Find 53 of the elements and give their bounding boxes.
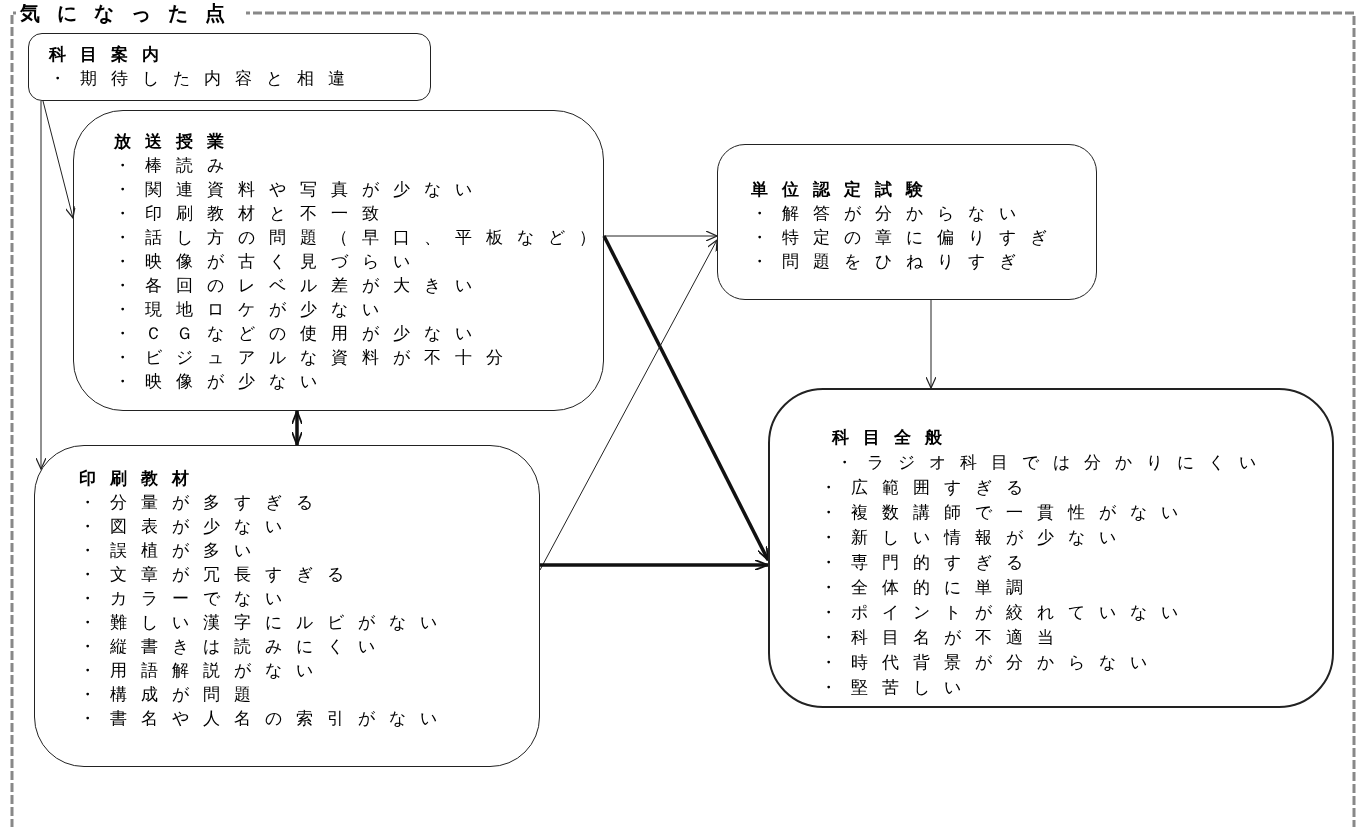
bullet-item: ・分量が多すぎる: [79, 491, 327, 514]
arrow: [291, 410, 303, 446]
bullet-item: ・堅苦しい: [820, 676, 975, 699]
bullet-item: ・特定の章に偏りすぎ: [751, 226, 1061, 249]
bullet-item: ・用語解説がない: [79, 659, 327, 682]
bullet-item: ・全体的に単調: [820, 576, 1037, 599]
bullet-item: ・図表が少ない: [79, 515, 296, 538]
bullet-item: ・広範囲すぎる: [820, 476, 1037, 499]
bullet-item: ・文章が冗長すぎる: [79, 563, 358, 586]
rounded-box: [717, 144, 1097, 300]
rounded-box: [34, 445, 540, 767]
arrow: [35, 100, 47, 470]
arrow: [602, 235, 770, 561]
bullet-item: ・問題をひねりすぎ: [751, 250, 1030, 273]
box-heading: 単位認定試験: [751, 178, 937, 201]
box-heading: 印刷教材: [79, 467, 203, 490]
bullet-item: ・構成が問題: [79, 683, 265, 706]
box-heading: 科目案内: [49, 43, 173, 66]
bullet-item: ・縦書きは読みにくい: [79, 635, 389, 658]
bullet-item: ・棒読み: [114, 154, 238, 177]
arrow: [539, 239, 718, 571]
arrow: [42, 100, 76, 219]
rounded-box: [768, 388, 1334, 708]
bullet-item: ・書名や人名の索引がない: [79, 707, 451, 730]
frame-title: 気になった点: [16, 0, 246, 26]
box-heading: 放送授業: [114, 130, 238, 153]
bullet-item: ・期待した内容と相違: [49, 67, 359, 90]
bullet-item: ・関連資料や写真が少ない: [114, 178, 486, 201]
bullet-item: ・話し方の問題（早口、平板など）: [114, 226, 610, 249]
bullet-item: ・各回のレベル差が大きい: [114, 274, 486, 297]
bullet-item: ・ポイントが絞れていない: [820, 601, 1192, 624]
box-heading: 科目全般: [832, 426, 956, 449]
bullet-item: ・映像が少ない: [114, 370, 331, 393]
arrow: [603, 230, 718, 242]
bullet-item: ・複数講師で一貫性がない: [820, 501, 1192, 524]
bullet-item: ・誤植が多い: [79, 539, 265, 562]
bullet-item: ・解答が分からない: [751, 202, 1030, 225]
arrow: [540, 559, 769, 571]
arrow: [925, 299, 937, 389]
bullet-item: ・現地ロケが少ない: [114, 298, 393, 321]
bullet-item: ・新しい情報が少ない: [820, 526, 1130, 549]
rounded-box: [28, 33, 431, 101]
bullet-item: ・カラーでない: [79, 587, 296, 610]
bullet-item: ・映像が古く見づらい: [114, 250, 424, 273]
bullet-item: ・難しい漢字にルビがない: [79, 611, 451, 634]
bullet-item: ・ラジオ科目では分かりにくい: [836, 451, 1270, 474]
bullet-item: ・時代背景が分からない: [820, 651, 1161, 674]
bullet-item: ・科目名が不適当: [820, 626, 1068, 649]
bullet-item: ・印刷教材と不一致: [114, 202, 393, 225]
rounded-box: [73, 110, 604, 411]
bullet-item: ・ＣＧなどの使用が少ない: [114, 322, 486, 345]
bullet-item: ・ビジュアルな資料が不十分: [114, 346, 517, 369]
bullet-item: ・専門的すぎる: [820, 551, 1037, 574]
